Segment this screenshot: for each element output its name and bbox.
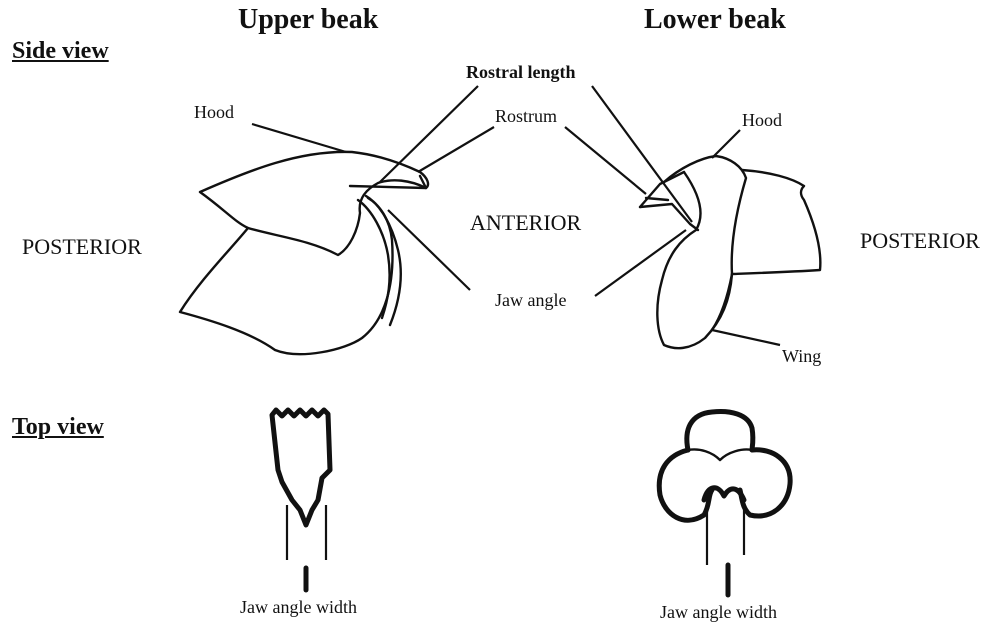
upper-beak-side xyxy=(180,152,428,354)
upper-beak-top xyxy=(272,410,330,590)
lower-beak-side xyxy=(640,156,820,348)
lower-beak-top xyxy=(659,412,790,595)
